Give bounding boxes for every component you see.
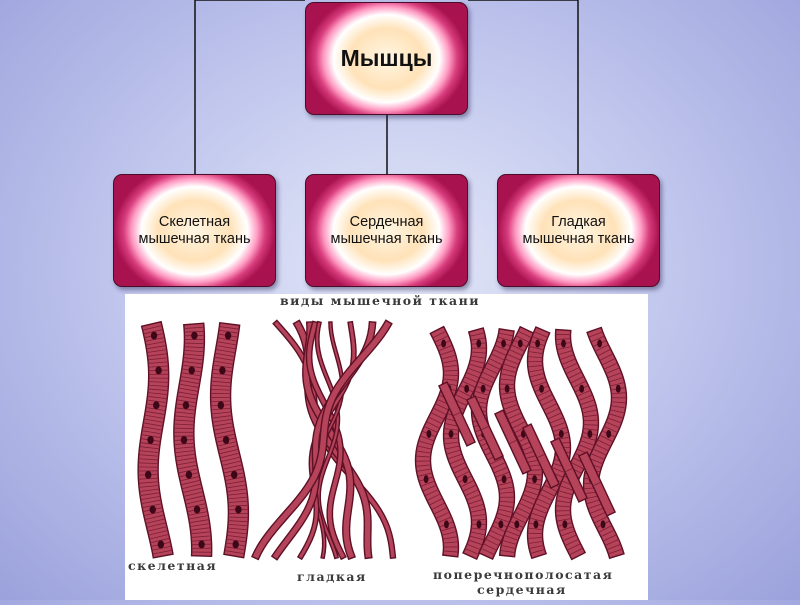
skeletal-fiber-nucleus	[155, 366, 161, 374]
cardiac-fiber-nucleus	[559, 430, 564, 438]
cardiac-fiber-nucleus	[563, 520, 568, 528]
cardiac-fiber-nucleus	[481, 385, 486, 393]
cardiac-fiber-nucleus	[477, 520, 482, 528]
cardiac-fiber-striation	[527, 474, 542, 475]
skeletal-fiber-nucleus	[225, 332, 231, 340]
cardiac-fiber-nucleus	[441, 340, 446, 348]
skeletal-fiber-nucleus	[145, 471, 151, 479]
cardiac-fiber-nucleus	[616, 385, 621, 393]
skeletal-fiber-nucleus	[147, 436, 153, 444]
skeletal-fiber-nucleus	[151, 332, 157, 340]
node-cardiac-line1: Сердечная	[330, 214, 442, 231]
node-smooth-line2: мышечная ткань	[522, 231, 634, 248]
cardiac-fiber-nucleus	[597, 340, 602, 348]
cardiac-fiber-nucleus	[444, 520, 449, 528]
skeletal-fiber-nucleus	[191, 332, 197, 340]
node-cardiac-line2: мышечная ткань	[330, 231, 442, 248]
cardiac-fiber-nucleus	[587, 430, 592, 438]
skeletal-fiber-striation	[174, 428, 194, 429]
root-label: Мышцы	[341, 45, 433, 72]
cardiac-fiber-nucleus	[535, 340, 540, 348]
cardiac-fiber-nucleus	[501, 340, 506, 348]
skeletal-fiber-nucleus	[194, 506, 200, 514]
cardiac-fiber-nucleus	[505, 385, 510, 393]
cardiac-fiber-nucleus	[518, 340, 523, 348]
node-cardiac-muscle-tissue: Сердечная мышечная ткань	[305, 174, 468, 287]
node-smooth-line1: Гладкая	[522, 214, 634, 231]
label-smooth: гладкая	[297, 569, 367, 584]
skeletal-fiber-nucleus	[158, 540, 164, 548]
cardiac-fiber-nucleus	[561, 340, 566, 348]
skeletal-fiber-nucleus	[181, 436, 187, 444]
skeletal-fiber-striation	[228, 517, 248, 518]
cardiac-fiber-nucleus	[449, 430, 454, 438]
skeletal-fiber-nucleus	[189, 366, 195, 374]
skeletal-fiber-nucleus	[219, 366, 225, 374]
muscle-tissue-illustration: виды мышечной ткани скелетная гладкая по…	[125, 294, 648, 600]
skeletal-fiber-nucleus	[218, 401, 224, 409]
cardiac-fiber-nucleus	[427, 430, 432, 438]
cardiac-fiber-nucleus	[534, 520, 539, 528]
skeletal-fiber	[211, 323, 249, 558]
skeletal-fiber-nucleus	[183, 401, 189, 409]
skeletal-fiber	[138, 322, 173, 558]
skeletal-fiber-nucleus	[153, 401, 159, 409]
cardiac-fiber-nucleus	[502, 475, 507, 483]
cardiac-fiber-nucleus	[476, 340, 481, 348]
smooth-fibers-group	[252, 320, 396, 560]
skeletal-fiber-nucleus	[150, 506, 156, 514]
cardiac-fiber-nucleus	[579, 385, 584, 393]
cardiac-fiber-nucleus	[463, 475, 468, 483]
cardiac-fiber-nucleus	[499, 520, 504, 528]
skeletal-fiber-nucleus	[235, 506, 241, 514]
cardiac-fibers-group	[416, 327, 627, 560]
skeletal-fiber-nucleus	[231, 471, 237, 479]
cardiac-fiber-nucleus	[464, 385, 469, 393]
label-skeletal: скелетная	[128, 558, 217, 573]
skeletal-fiber-striation	[184, 343, 204, 344]
node-skeletal-line1: Скелетная	[138, 214, 250, 231]
cardiac-fiber-nucleus	[532, 475, 537, 483]
cardiac-fiber-nucleus	[539, 385, 544, 393]
cardiac-fiber-nucleus	[514, 520, 519, 528]
skeletal-fiber-nucleus	[198, 540, 204, 548]
node-smooth-muscle-tissue: Гладкая мышечная ткань	[497, 174, 660, 287]
node-skeletal-muscle-tissue: Скелетная мышечная ткань	[113, 174, 276, 287]
root-node-muscles: Мышцы	[305, 2, 468, 115]
skeletal-fiber-nucleus	[186, 471, 192, 479]
label-cardiac-line1: поперечнополосатая	[433, 567, 613, 582]
muscle-fibers-drawing	[125, 294, 648, 600]
node-skeletal-line2: мышечная ткань	[138, 231, 250, 248]
label-cardiac-line2: сердечная	[477, 582, 567, 597]
cardiac-fiber-nucleus	[606, 430, 611, 438]
skeletal-fibers-group	[138, 322, 248, 558]
cardiac-fiber-nucleus	[424, 475, 429, 483]
cardiac-fiber-nucleus	[601, 520, 606, 528]
figure-title: виды мышечной ткани	[280, 293, 480, 308]
skeletal-fiber-nucleus	[223, 436, 229, 444]
skeletal-fiber-nucleus	[233, 540, 239, 548]
